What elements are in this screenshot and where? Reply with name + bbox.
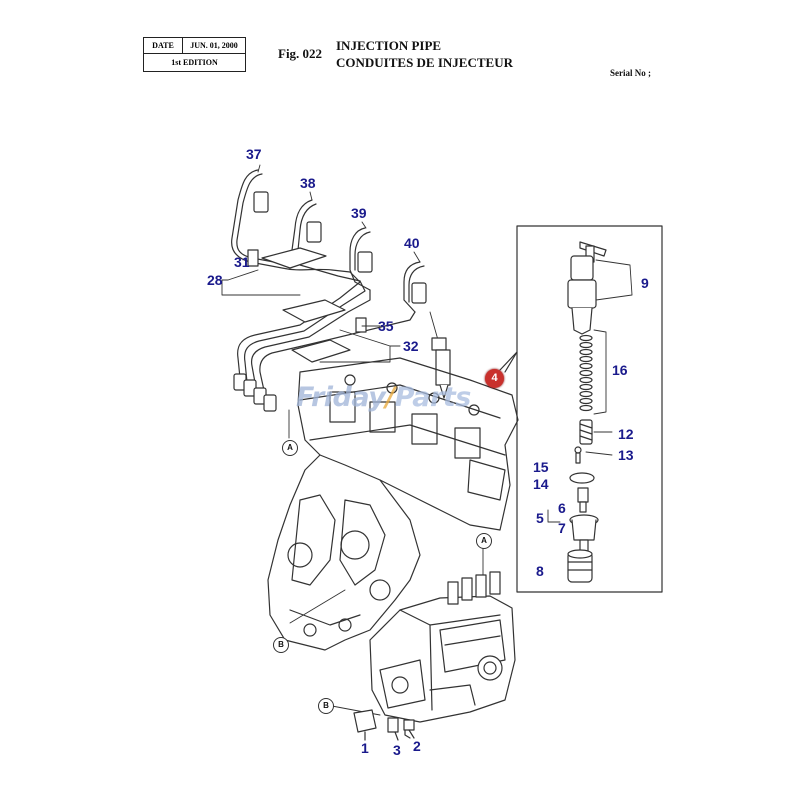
pin-spacer-detail: [547, 446, 613, 523]
callout-35[interactable]: 35: [378, 318, 394, 334]
detail-box-injector: [499, 225, 663, 593]
callout-5[interactable]: 5: [536, 510, 544, 526]
retaining-nut-detail: [567, 549, 593, 583]
ref-marker-a-mid: A: [476, 533, 492, 549]
leader-lines: [221, 164, 484, 591]
callout-14[interactable]: 14: [533, 476, 549, 492]
part-4-badge[interactable]: 4: [485, 369, 504, 388]
title-english: INJECTION PIPE: [336, 38, 442, 53]
callout-12[interactable]: 12: [618, 426, 634, 442]
ref-marker-a-top: A: [282, 440, 298, 456]
date-value: JUN. 01, 2000: [190, 41, 238, 50]
callout-9[interactable]: 9: [641, 275, 649, 291]
title-french: CONDUITES DE INJECTEUR: [336, 55, 513, 70]
callout-2[interactable]: 2: [413, 738, 421, 754]
shim-stack: [579, 329, 607, 415]
date-label: DATE: [144, 38, 183, 53]
callout-7[interactable]: 7: [558, 520, 566, 536]
callout-6[interactable]: 6: [558, 500, 566, 516]
figure-number: Fig. 022: [278, 46, 323, 61]
callout-37[interactable]: 37: [246, 146, 262, 162]
gear-case-housing: [267, 454, 421, 651]
callout-31[interactable]: 31: [234, 254, 250, 270]
callout-40[interactable]: 40: [404, 235, 420, 251]
nozzle-holder-detail: [567, 241, 633, 335]
ref-marker-b-mid: B: [273, 637, 289, 653]
spring-detail: [579, 419, 613, 445]
callout-16[interactable]: 16: [612, 362, 628, 378]
nozzle-holder-on-head: [431, 337, 451, 399]
watermark-part1: Friday: [296, 382, 386, 413]
callout-39[interactable]: 39: [351, 205, 367, 221]
callout-13[interactable]: 13: [618, 447, 634, 463]
callout-15[interactable]: 15: [533, 459, 549, 475]
watermark-slash: /: [385, 382, 395, 413]
callout-1[interactable]: 1: [361, 740, 369, 756]
serial-label: Serial No ;: [610, 68, 651, 78]
header-info-box: DATE JUN. 01, 2000 1st EDITION: [143, 37, 246, 72]
pipe-clamps: [247, 247, 367, 363]
callout-38[interactable]: 38: [300, 175, 316, 191]
watermark-part2: Parts: [394, 382, 472, 413]
cylinder-head: [297, 357, 519, 531]
header-date-row: DATE JUN. 01, 2000: [144, 38, 245, 54]
callout-8[interactable]: 8: [536, 563, 544, 579]
watermark-logo: Friday/Parts: [296, 382, 471, 413]
callout-28[interactable]: 28: [207, 272, 223, 288]
callout-3[interactable]: 3: [393, 742, 401, 758]
callout-32[interactable]: 32: [403, 338, 419, 354]
edition-label: 1st EDITION: [171, 58, 218, 67]
pump-bracket-parts: [353, 709, 415, 741]
ref-marker-b-low: B: [318, 698, 334, 714]
pipe-end-nuts: [233, 191, 427, 412]
nozzle-detail: [569, 514, 599, 555]
